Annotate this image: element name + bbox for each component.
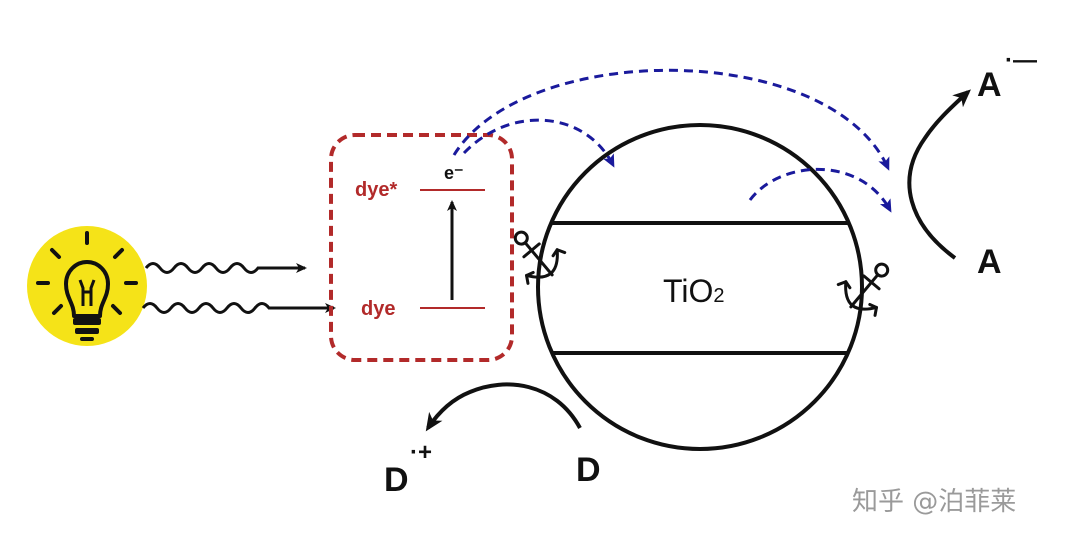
acceptor-reduction-arrow — [907, 89, 971, 260]
dye-ground-label: dye — [361, 298, 395, 320]
anchor-icon — [513, 230, 567, 285]
electron-transfer-arrow-tio2 — [748, 167, 892, 213]
electron-label: e⁻ — [444, 163, 464, 183]
tio2-particle — [536, 123, 864, 451]
acceptor-label: A — [977, 243, 1002, 281]
electron-transfer-arrow-dye — [452, 68, 890, 171]
tio2-label: TiO2 — [663, 273, 724, 309]
donor-oxidation-arrow — [425, 382, 582, 432]
watermark: 知乎 @泊菲莱 — [852, 487, 1016, 517]
donor-label: D — [576, 451, 601, 489]
electron-injection-arrow — [462, 118, 615, 168]
dye-box — [329, 133, 514, 362]
light-wave-upper — [144, 262, 307, 274]
light-wave-lower — [141, 302, 336, 314]
dye-excited-label: dye* — [355, 179, 397, 201]
anchor-icon — [836, 262, 890, 317]
lightbulb-icon — [27, 226, 147, 346]
donor-product-charge: ·+ — [410, 439, 432, 466]
acceptor-product-charge: ·— — [1005, 47, 1037, 74]
acceptor-product-label: A — [977, 66, 1002, 104]
donor-product-label: D — [384, 461, 409, 499]
